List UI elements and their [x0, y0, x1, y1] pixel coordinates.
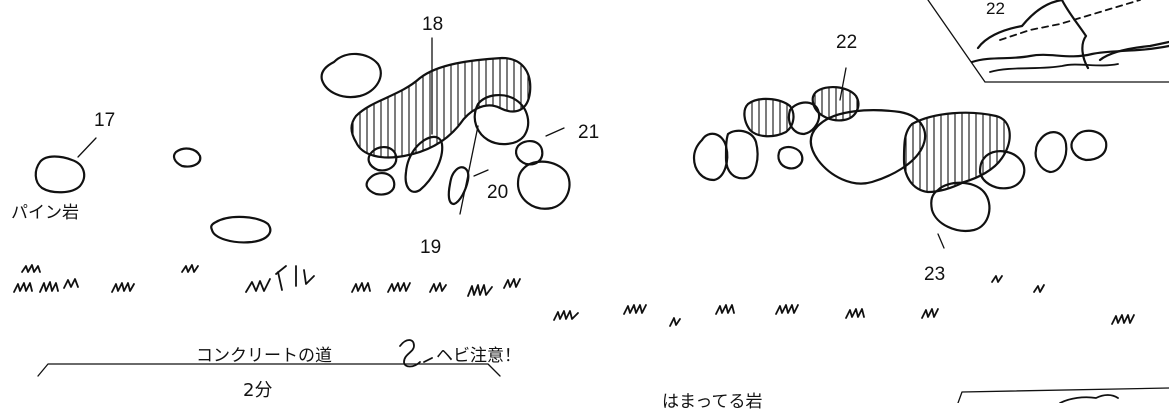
leader-23: [937, 233, 945, 249]
label-22: 22: [836, 32, 858, 53]
leader-20: [473, 169, 489, 177]
bouldering-topo-map: 17 18 19 20 21 22 23 22 パイン岩 コンクリートの道 ヘビ…: [11, 0, 1169, 411]
inset-map-bottom-right: [957, 387, 1169, 403]
distance-bracket: [37, 363, 501, 377]
rock-17: [34, 137, 97, 194]
label-20: 20: [487, 182, 509, 203]
label-pine-rock: パイン岩: [11, 203, 79, 223]
label-19: 19: [420, 237, 442, 258]
inset-label-22: 22: [986, 0, 1005, 18]
label-snake-warning: ヘビ注意！: [436, 346, 521, 366]
leader-21: [545, 127, 565, 137]
leader-17: [77, 137, 97, 158]
inset-map-top-right: [927, 0, 1169, 83]
rock-middle-left: [210, 215, 272, 244]
label-18: 18: [422, 14, 444, 35]
inset-bottom-sketch: [1059, 394, 1119, 403]
leader-19: [459, 125, 479, 215]
topo-drawing: [13, 0, 1169, 403]
small-rock-a: [172, 147, 202, 168]
label-concrete-road: コンクリートの道: [196, 346, 332, 366]
leader-22: [839, 67, 847, 101]
boulder-cluster-18-21: [320, 37, 571, 215]
grass-strip: [13, 264, 1135, 327]
boulder-cluster-22-23: [692, 67, 1108, 249]
label-23: 23: [924, 264, 946, 285]
label-time: 2分: [243, 380, 273, 401]
label-17: 17: [94, 110, 116, 131]
snake-icon: [399, 339, 433, 368]
label-21: 21: [578, 122, 600, 143]
